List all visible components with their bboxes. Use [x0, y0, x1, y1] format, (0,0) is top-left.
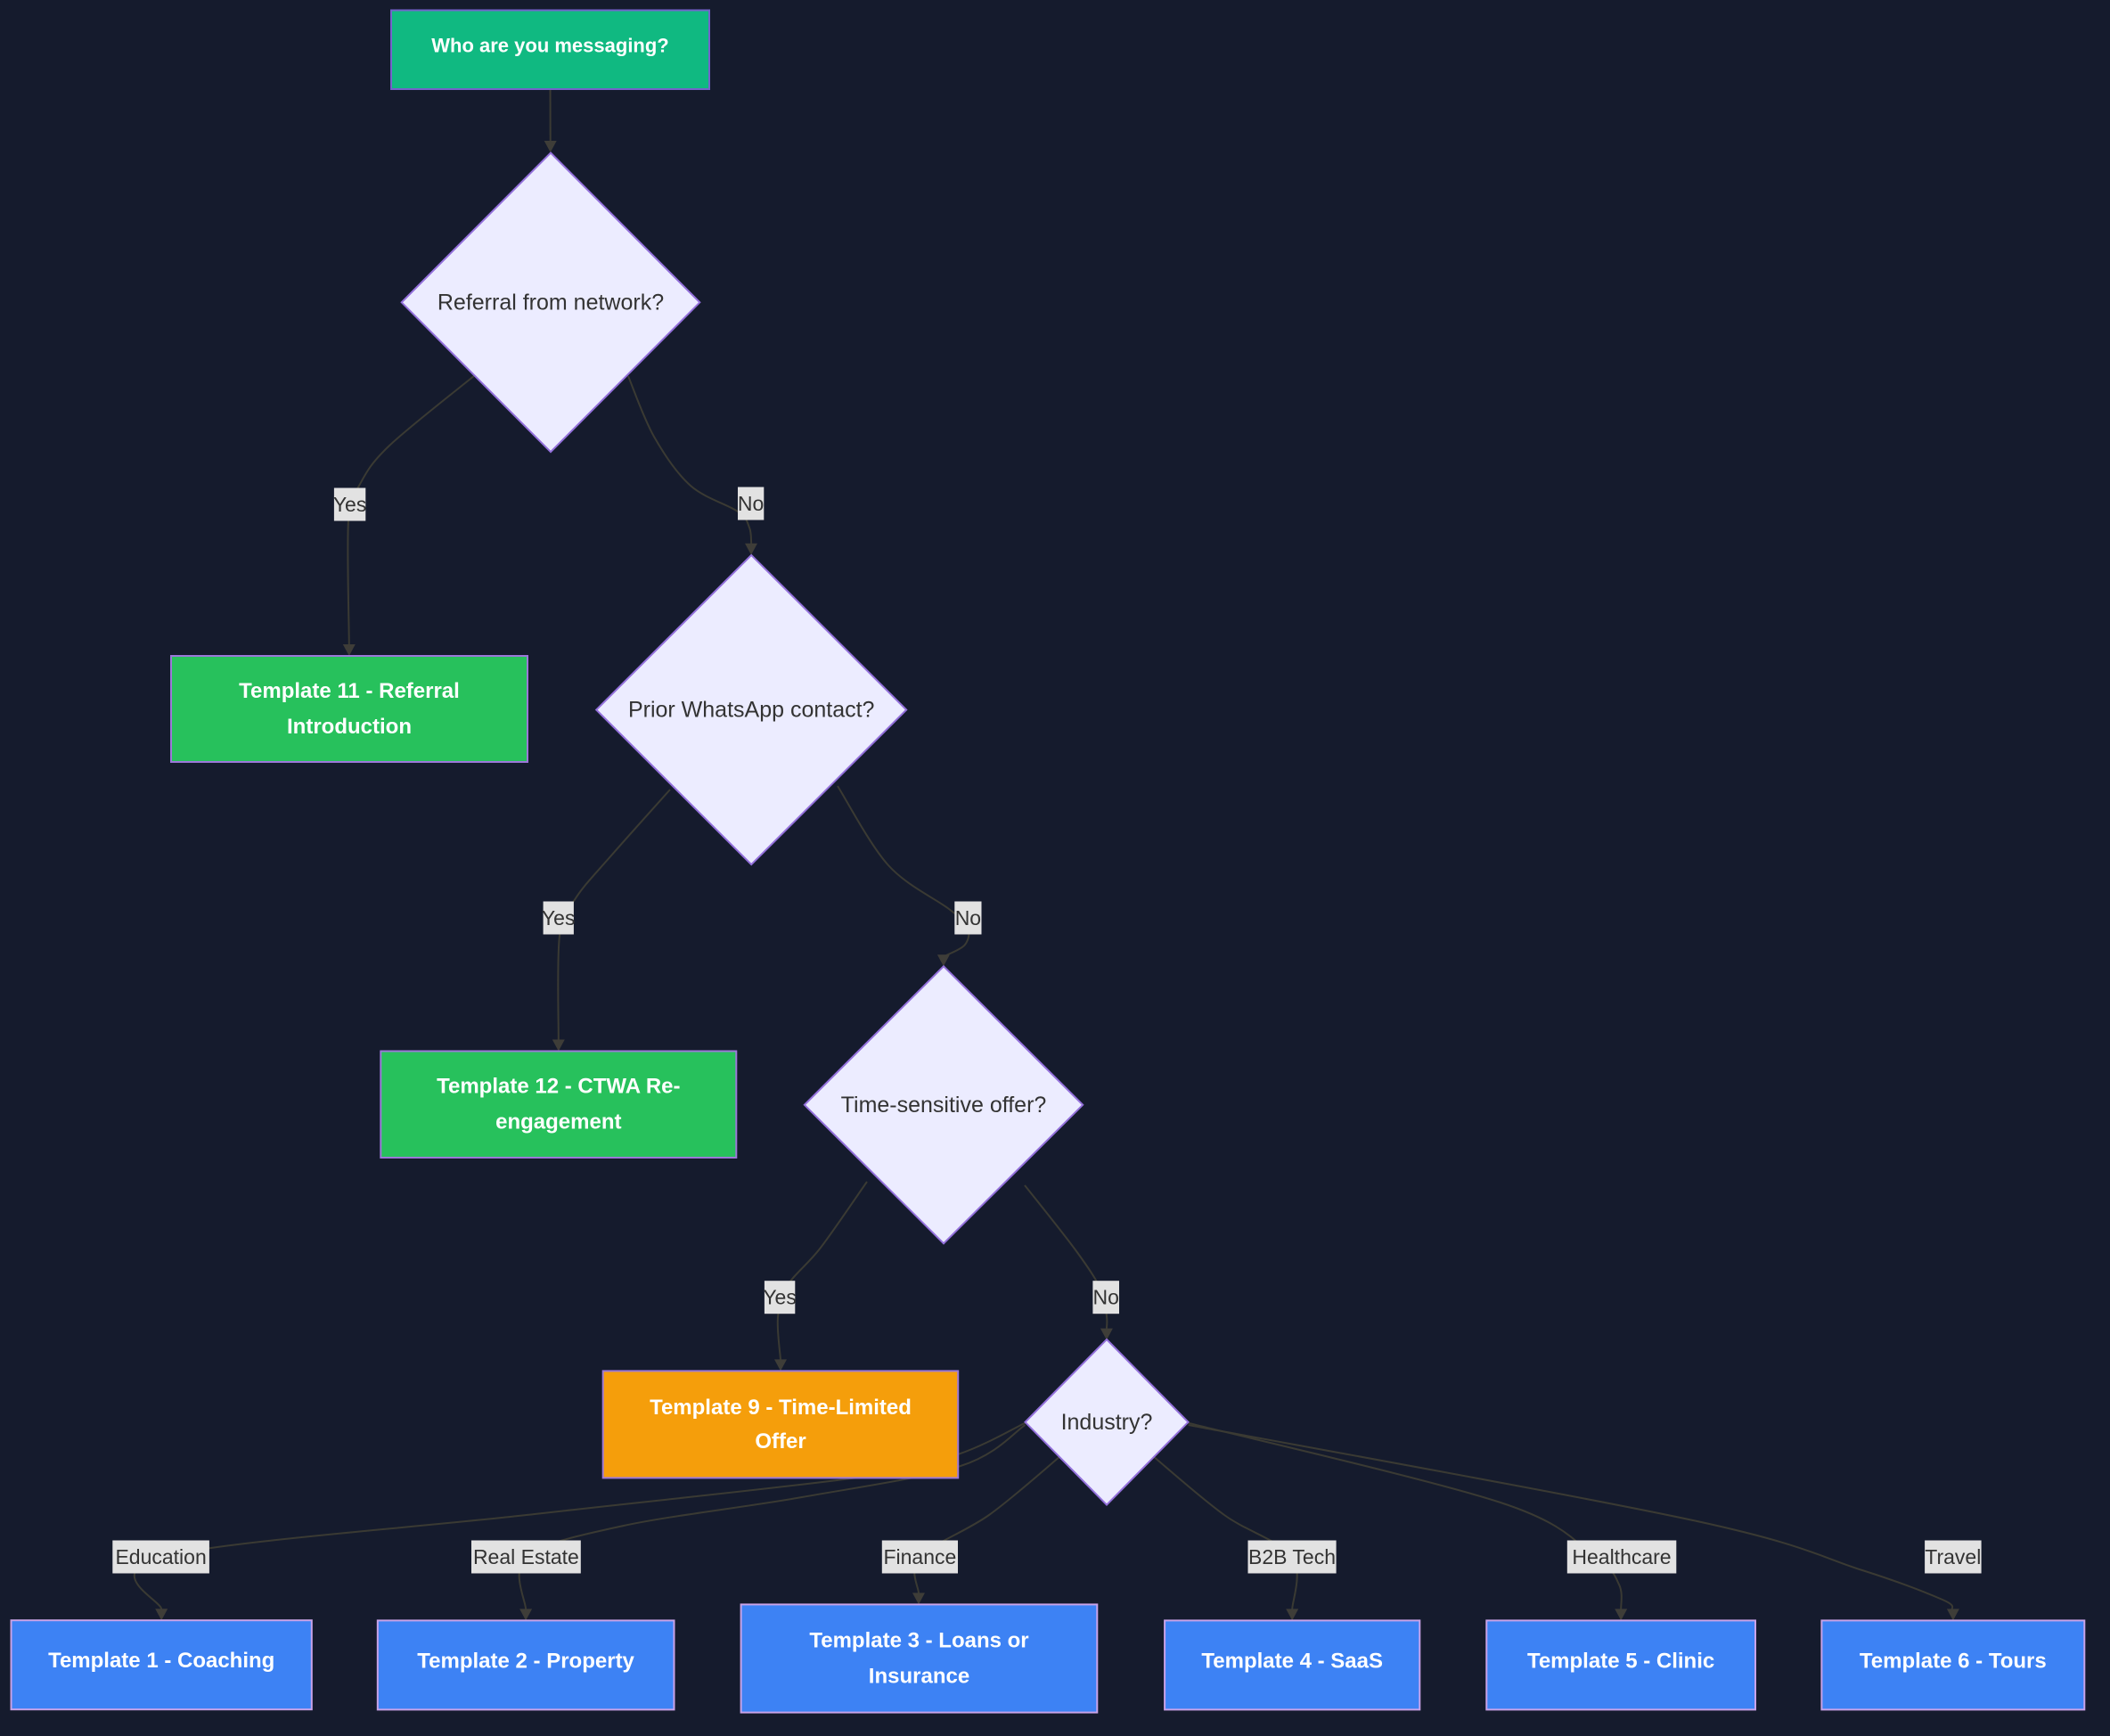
svg-text:engagement: engagement	[495, 1110, 621, 1134]
svg-text:Template 4 - SaaS: Template 4 - SaaS	[1201, 1649, 1383, 1673]
svg-text:Template 2 - Property: Template 2 - Property	[417, 1649, 634, 1673]
svg-text:No: No	[955, 906, 981, 929]
svg-text:Finance: Finance	[883, 1545, 956, 1568]
svg-text:No: No	[1092, 1286, 1118, 1309]
svg-text:Yes: Yes	[333, 493, 367, 516]
svg-text:Time-sensitive offer?: Time-sensitive offer?	[841, 1093, 1047, 1118]
svg-text:No: No	[738, 492, 764, 515]
svg-text:Template 11 - Referral: Template 11 - Referral	[239, 679, 460, 703]
svg-text:Education: Education	[115, 1545, 206, 1568]
svg-text:Yes: Yes	[763, 1286, 797, 1309]
svg-text:Template 9 - Time-Limited: Template 9 - Time-Limited	[650, 1396, 912, 1420]
svg-text:Yes: Yes	[542, 906, 576, 929]
svg-text:Template 6 - Tours: Template 6 - Tours	[1860, 1649, 2047, 1673]
svg-text:Template 1 - Coaching: Template 1 - Coaching	[48, 1649, 274, 1673]
svg-text:Template 12 - CTWA Re-: Template 12 - CTWA Re-	[437, 1075, 680, 1099]
svg-text:Insurance: Insurance	[869, 1665, 969, 1689]
svg-text:Offer: Offer	[755, 1429, 806, 1453]
svg-text:Referral from network?: Referral from network?	[438, 290, 664, 315]
svg-text:Healthcare: Healthcare	[1572, 1545, 1671, 1568]
svg-text:Introduction: Introduction	[287, 715, 412, 739]
svg-text:Template 5 - Clinic: Template 5 - Clinic	[1527, 1649, 1714, 1673]
svg-text:Real Estate: Real Estate	[473, 1545, 579, 1568]
svg-text:B2B Tech: B2B Tech	[1248, 1545, 1336, 1568]
svg-text:Travel: Travel	[1925, 1545, 1981, 1568]
svg-text:Template 3 - Loans or: Template 3 - Loans or	[809, 1629, 1028, 1653]
svg-text:Prior WhatsApp contact?: Prior WhatsApp contact?	[628, 698, 875, 723]
svg-text:Industry?: Industry?	[1061, 1410, 1153, 1435]
svg-text:Who are you messaging?: Who are you messaging?	[431, 35, 669, 57]
